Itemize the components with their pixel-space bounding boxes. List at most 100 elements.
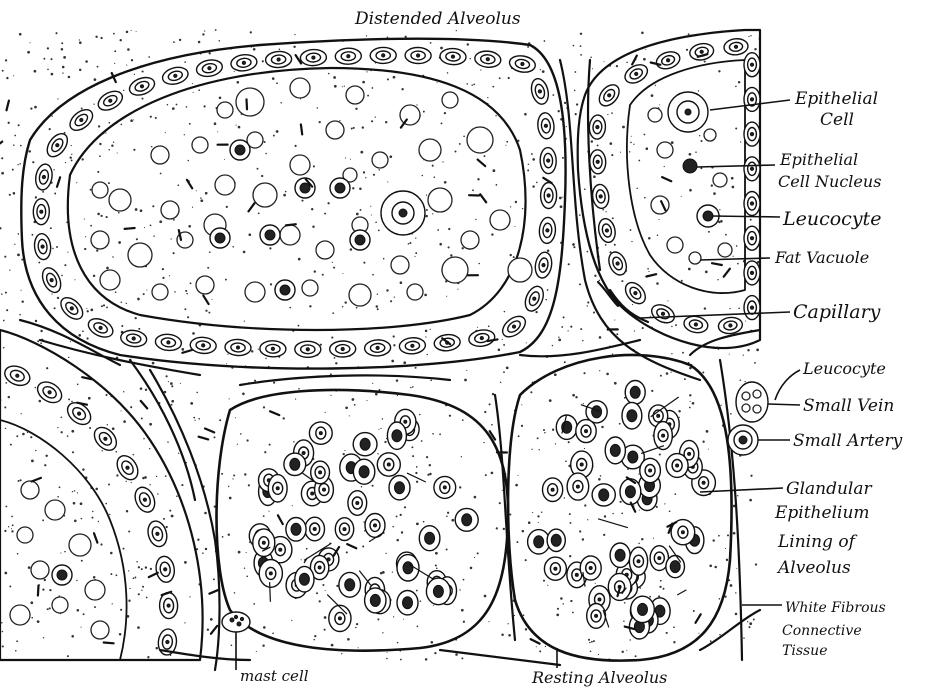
epithelial-cell-ring-left xyxy=(0,362,178,660)
epithelial-cell xyxy=(591,183,610,209)
glandular-cell xyxy=(587,604,606,629)
epithelial-cell xyxy=(654,49,682,72)
epithelial-cell xyxy=(622,279,650,308)
glandular-cell xyxy=(666,454,688,478)
glandular-cell xyxy=(567,473,589,500)
epithelial-cell xyxy=(230,53,258,72)
glandular-cell xyxy=(387,422,406,449)
epithelial-cell xyxy=(595,81,623,110)
epithelial-cell xyxy=(533,251,553,279)
epithelial-cell xyxy=(161,65,190,87)
glandular-cell xyxy=(610,543,630,567)
epithelial-cell xyxy=(744,53,760,77)
epithelial-cell xyxy=(159,592,178,618)
glandular-cell xyxy=(419,526,440,551)
label-glandular-line1: Glandular xyxy=(786,479,873,499)
epithelial-cell xyxy=(744,226,760,250)
epithelial-cell xyxy=(260,340,286,357)
label-white-fibrous-line1: White Fibrous xyxy=(785,600,886,616)
epithelial-cell xyxy=(649,301,678,326)
epithelial-cell xyxy=(718,316,744,335)
epithelial-cell xyxy=(300,49,327,66)
glandular-cell xyxy=(556,415,577,439)
epithelial-cell xyxy=(539,217,557,244)
glandular-cell xyxy=(625,381,645,405)
glandular-cell xyxy=(426,578,450,605)
label-glandular-line3: Lining of xyxy=(777,532,858,552)
epithelial-cell xyxy=(468,328,496,348)
epithelial-cell xyxy=(405,47,431,63)
epithelial-cell xyxy=(540,147,557,174)
epithelial-cell xyxy=(57,294,87,324)
epithelial-cell xyxy=(744,157,760,181)
epithelial-cell xyxy=(744,261,760,285)
epithelial-cell xyxy=(364,339,391,356)
glandular-cell xyxy=(295,566,314,592)
epithelial-cell xyxy=(265,51,292,68)
mast-cell xyxy=(222,612,250,632)
epithelial-cell xyxy=(85,315,115,341)
epithelial-cell xyxy=(195,58,223,78)
epithelial-cell xyxy=(606,249,630,277)
epithelial-cell xyxy=(508,54,536,74)
glandular-cell xyxy=(544,557,566,580)
glandular-cell xyxy=(434,476,456,498)
epithelial-cell xyxy=(540,182,556,208)
glandular-cell xyxy=(389,476,410,500)
right-alveolus xyxy=(578,30,760,348)
epithelial-cell xyxy=(744,296,760,320)
epithelial-cell xyxy=(474,50,502,69)
glandular-cell xyxy=(605,437,625,464)
glandular-cell xyxy=(547,529,565,551)
resting-alveolus-center xyxy=(217,390,509,651)
glandular-cell xyxy=(365,588,386,613)
label-mast-cell: mast cell xyxy=(240,667,309,685)
epithelial-cell xyxy=(66,106,96,135)
epithelial-cell xyxy=(33,199,49,225)
epithelial-cell xyxy=(399,337,426,355)
epithelial-cell-ring-right xyxy=(589,38,760,335)
epithelial-cell xyxy=(499,312,529,341)
label-leucocyte-lower: Leucocyte xyxy=(802,359,886,378)
epithelial-cell xyxy=(744,122,760,146)
glandular-cell xyxy=(576,420,596,443)
white-fibrous-connective-tissue xyxy=(0,54,760,670)
label-epithelial-cell-line1: Epithelial xyxy=(794,89,878,109)
label-capillary: Capillary xyxy=(793,301,881,323)
epithelial-cell xyxy=(522,284,547,314)
epithelial-cell xyxy=(145,519,170,549)
glandular-cell xyxy=(629,547,647,575)
distended-alveolus-lumen-wall xyxy=(68,68,526,330)
epithelial-cell xyxy=(34,163,54,191)
epithelial-cell xyxy=(155,333,182,351)
epithelial-cell xyxy=(90,423,121,454)
glandular-cell xyxy=(592,484,615,506)
epithelial-cell xyxy=(622,61,651,87)
glandular-cell xyxy=(543,478,563,502)
glandular-cells-right xyxy=(528,381,716,639)
glandular-cell xyxy=(622,402,642,429)
epithelial-cell xyxy=(113,452,142,484)
epithelial-cell xyxy=(120,329,148,348)
label-epithelial-nucleus-line1: Epithelial xyxy=(779,150,858,169)
resting-alveolus-wall xyxy=(508,355,732,661)
small-artery xyxy=(728,425,758,455)
epithelial-cell xyxy=(370,47,396,63)
resting-alveolus-right xyxy=(508,355,732,661)
distended-alveolus xyxy=(21,39,565,369)
small-vein xyxy=(736,382,768,422)
glandular-cells-center xyxy=(249,409,478,631)
glandular-cell xyxy=(455,508,478,531)
epithelial-cell xyxy=(529,77,551,106)
glandular-cell xyxy=(353,459,374,484)
glandular-cell xyxy=(268,475,287,502)
label-leucocyte-top: Leucocyte xyxy=(782,208,881,230)
label-white-fibrous-line3: Tissue xyxy=(782,643,828,659)
glandular-cell xyxy=(309,422,332,444)
epithelial-cell xyxy=(440,48,467,65)
epithelial-cell xyxy=(589,150,606,175)
glandular-cell xyxy=(339,572,361,597)
glandular-cell xyxy=(353,433,377,456)
glandular-cell xyxy=(286,518,306,542)
epithelial-cell xyxy=(744,87,760,111)
